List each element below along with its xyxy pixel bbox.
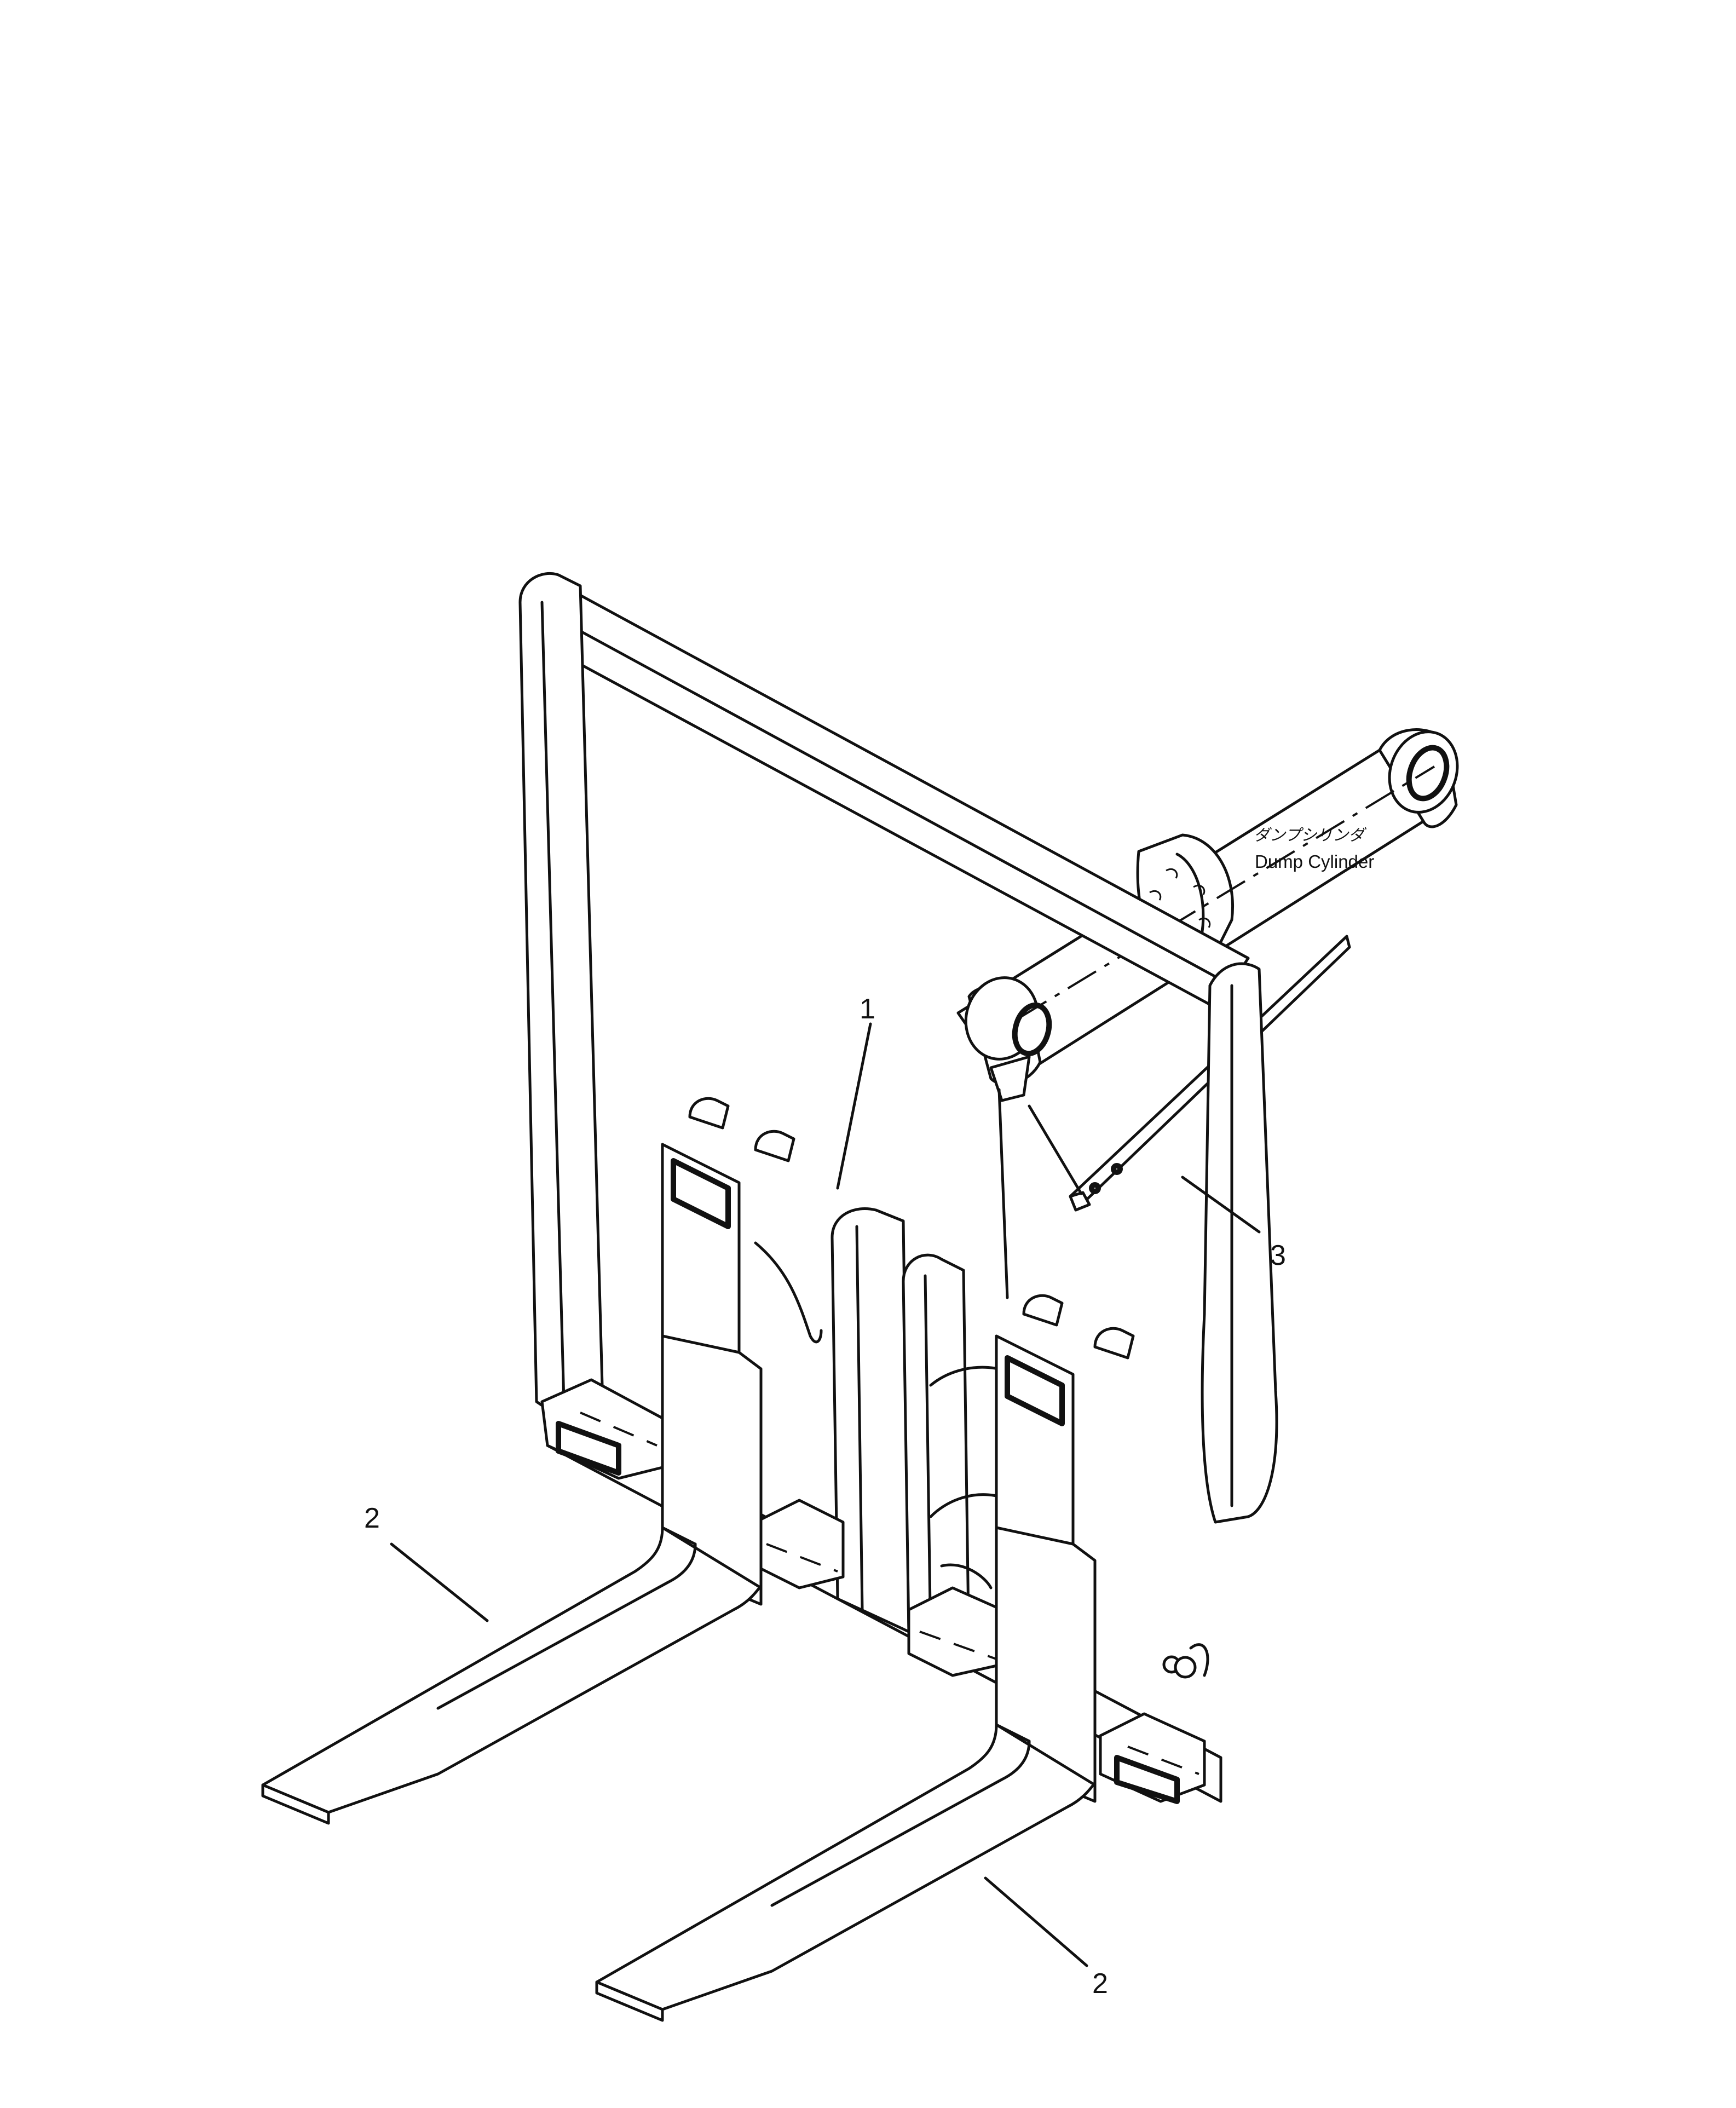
dump-cylinder-label-en: Dump Cylinder	[1255, 851, 1374, 872]
cylinder-mount-line	[997, 1088, 1009, 1299]
dump-cylinder-label-jp: ダンプシリンダ	[1254, 826, 1366, 844]
fork-left	[261, 1143, 763, 1825]
callout-label-3: 3	[1270, 1240, 1286, 1271]
callout-3: 3	[1181, 1176, 1286, 1271]
callout-2-left: 2	[364, 1502, 489, 1622]
fork-right	[595, 1334, 1097, 2022]
callout-label-2-right: 2	[1092, 1968, 1108, 2000]
callout-label-1: 1	[860, 993, 875, 1025]
callout-label-2-left: 2	[364, 1502, 380, 1534]
callout-2-right: 2	[984, 1876, 1108, 2000]
callout-1: 1	[836, 993, 875, 1190]
dump-cylinder-label: ダンプシリンダ Dump Cylinder	[1254, 826, 1374, 872]
cylinder-pin-leader	[1028, 1104, 1083, 1195]
